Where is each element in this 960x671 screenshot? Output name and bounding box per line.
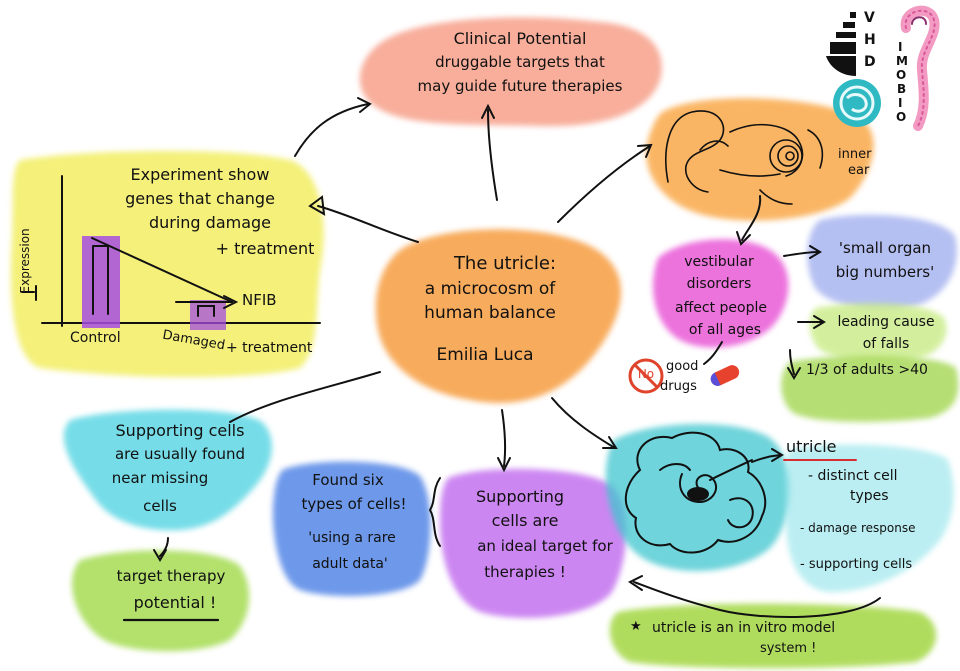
arrow-to-ideal	[501, 409, 507, 467]
vestibular-blob	[653, 239, 789, 348]
arrow-to-experiment	[317, 205, 419, 243]
arrow-to-ear	[557, 145, 651, 223]
supporting-found-line1: Supporting cells	[115, 421, 245, 440]
center-line2: a microcosm of	[424, 279, 556, 299]
chart-gene-label: NFIB	[242, 291, 277, 309]
drugs-line2: drugs	[660, 379, 697, 394]
clinical-title: Clinical Potential	[453, 29, 587, 48]
invitro-blob	[609, 603, 937, 668]
center-title: The utricle:	[453, 253, 557, 274]
vestibular-line4: of all ages	[688, 322, 762, 338]
center-blob	[375, 229, 622, 404]
clinical-blob	[359, 17, 662, 127]
six-types-line3: 'using a rare	[308, 530, 396, 546]
imobio-logo	[900, 5, 940, 131]
invitro-line2: system !	[760, 641, 817, 656]
chart-x-treatment: + treatment	[226, 340, 313, 356]
imobio-letter-6: O	[896, 110, 907, 124]
small-organ-line2: big numbers'	[835, 263, 935, 281]
chart-y-label: Expression	[18, 228, 33, 294]
chart-x-control: Control	[70, 330, 121, 346]
ideal-target-line2: cells are	[491, 511, 559, 530]
ear-label-inner: inner	[838, 147, 872, 162]
no-drugs-sign	[628, 358, 664, 394]
pill-icon	[710, 365, 740, 386]
clinical-line2: druggable targets that	[435, 53, 605, 71]
center-author: Emilia Luca	[436, 345, 534, 365]
experiment-line3: during damage	[148, 213, 272, 232]
vestibular-line3: affect people	[675, 300, 767, 316]
imobio-letter-5: I	[898, 96, 903, 110]
arrow-to-utricle	[551, 397, 616, 449]
utricle-list-blob	[785, 444, 954, 592]
adults-blob	[781, 355, 959, 422]
utricle-list-item3: - supporting cells	[800, 557, 913, 572]
invitro-line1: utricle is an in vitro model	[652, 620, 836, 636]
ideal-target-line1: Supporting	[476, 487, 564, 506]
supporting-found-blob	[63, 409, 272, 531]
falls-blob	[809, 303, 947, 362]
utricle-drawing	[624, 431, 767, 554]
imobio-letter-2: M	[896, 54, 908, 68]
vhd-letter-v: V	[864, 10, 875, 26]
ideal-target-blob	[440, 468, 626, 618]
drugs-sign-text: No	[637, 367, 655, 381]
utricle-list-heading: utricle	[786, 437, 837, 456]
arrow-to-clinical-left	[294, 103, 369, 157]
utricle-list-item1a: - distinct cell	[808, 468, 898, 484]
experiment-line1: Experiment show	[130, 165, 270, 184]
drugs-line1: good	[666, 359, 699, 374]
invitro-star: ★	[630, 619, 642, 634]
experiment-line2: genes that change	[125, 189, 275, 208]
inner-ear-drawing	[665, 110, 824, 205]
six-types-line4: adult data'	[312, 556, 388, 572]
experiment-line4: + treatment	[215, 239, 315, 258]
arrow-to-clinical	[487, 109, 498, 201]
imobio-letter-3: O	[896, 68, 907, 82]
supporting-found-line2: are usually found	[114, 445, 246, 463]
target-line1: target therapy	[116, 567, 226, 585]
utricle-list-item1b: types	[850, 488, 889, 504]
vestibular-line2: disorders	[686, 276, 752, 292]
supporting-found-line4: cells	[143, 497, 177, 515]
falls-line1: leading cause	[837, 314, 935, 330]
six-types-line1: Found six	[312, 471, 384, 489]
expression-chart	[21, 175, 321, 330]
vestibular-line1: vestibular	[684, 254, 754, 270]
six-types-line2: types of cells!	[301, 495, 407, 513]
arrow-to-supporting-found	[229, 371, 381, 423]
vhd-letter-h: H	[864, 32, 876, 48]
ear-label-ear: ear	[848, 163, 870, 178]
ear-blob	[646, 98, 874, 221]
target-blob	[71, 550, 250, 652]
utricle-list-item2: - damage response	[800, 521, 916, 535]
imobio-letter-1: I	[898, 40, 903, 54]
falls-line2: of falls	[862, 336, 910, 352]
ideal-target-line3: an ideal target for	[477, 537, 613, 555]
adults-text: 1/3 of adults >40	[806, 362, 928, 378]
small-organ-blob	[807, 214, 957, 310]
vhd-letter-d: D	[864, 54, 876, 70]
small-organ-line1: 'small organ	[838, 239, 932, 257]
imobio-letter-4: B	[897, 82, 907, 96]
vhd-logo	[826, 12, 856, 76]
supporting-found-line3: near missing	[111, 469, 209, 487]
six-types-blob	[272, 461, 431, 596]
ideal-target-line4: therapies !	[484, 563, 566, 581]
center-line3: human balance	[424, 303, 556, 323]
target-line2: potential !	[133, 593, 217, 612]
clinical-line3: may guide future therapies	[417, 77, 623, 95]
